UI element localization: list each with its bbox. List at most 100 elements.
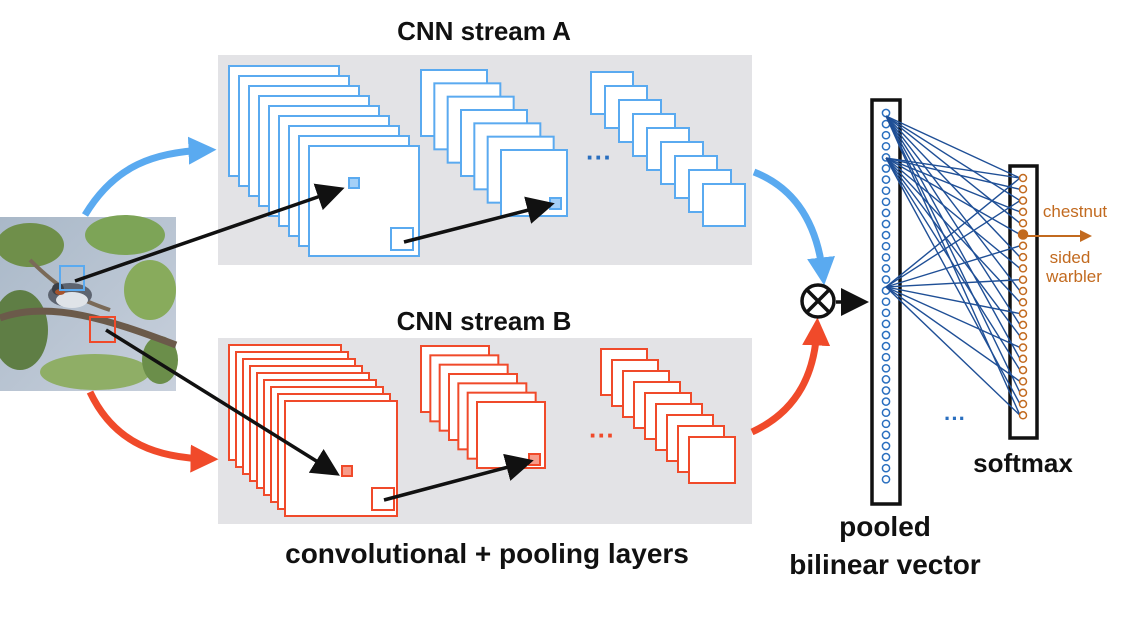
softmax-node-20	[1018, 388, 1028, 397]
stream-a-ellipsis: ···	[586, 142, 612, 172]
arrow-image-to-stream-a	[81, 136, 217, 217]
fc-line-1-4	[885, 115, 1021, 258]
stream-b-ellipsis: ···	[589, 420, 615, 450]
fc-line-3-2	[885, 200, 1021, 288]
conv-layers-label: convolutional + pooling layers	[285, 538, 689, 569]
vector-node-27	[881, 397, 891, 406]
stream-a-stack1-map-9	[308, 145, 420, 257]
stream-a-stack2-receptive-field-1	[549, 197, 562, 210]
softmax-node-1	[1018, 173, 1028, 183]
stream-b-stack3-map-9	[688, 436, 736, 484]
softmax-node-16	[1018, 343, 1028, 352]
projection-arrow-b2	[383, 453, 534, 502]
vector-node-26	[881, 386, 891, 395]
fc-line-2-4	[885, 157, 1021, 236]
softmax-node-5	[1018, 218, 1028, 228]
fc-line-1-2	[885, 115, 1021, 202]
pooled-vector-nodes	[881, 108, 891, 484]
softmax-node-19	[1018, 377, 1028, 386]
fc-line-3-1	[885, 177, 1021, 288]
fc-line-1-3	[885, 115, 1021, 224]
vector-node-11	[881, 219, 891, 229]
fc-line-1-7	[885, 115, 1021, 360]
softmax-node-2	[1018, 185, 1028, 194]
vector-node-16	[881, 275, 891, 284]
projection-arrow-b1	[105, 328, 340, 476]
vector-node-14	[881, 252, 891, 262]
fc-line-3-7	[885, 286, 1021, 382]
class-label-line-1: chestnut	[1043, 202, 1108, 221]
fc-line-1-8	[885, 115, 1021, 394]
softmax-node-12	[1018, 298, 1028, 307]
fc-line-2-7	[885, 157, 1021, 337]
fc-line-3-8	[885, 286, 1021, 416]
vector-node-32	[881, 452, 891, 462]
stream-a-label: CNN stream A	[397, 16, 571, 46]
vector-node-28	[881, 408, 891, 418]
softmax-node-7	[1018, 241, 1028, 251]
stream-b-stack1-map-9	[284, 400, 398, 517]
pooled-label-line-2: bilinear vector	[789, 549, 981, 580]
fc-line-2-1	[885, 157, 1021, 179]
softmax-node-8	[1018, 252, 1028, 262]
vector-node-29	[881, 419, 891, 429]
vector-node-7	[881, 175, 891, 184]
fc-line-3-6	[885, 286, 1021, 349]
vector-node-33	[881, 463, 891, 473]
vector-node-18	[881, 297, 891, 307]
vector-node-4	[881, 141, 891, 151]
vector-node-25	[881, 375, 891, 384]
vector-node-20	[881, 319, 891, 329]
vector-node-10	[881, 208, 891, 218]
softmax-node-15	[1018, 331, 1028, 341]
softmax-node-22	[1018, 411, 1028, 420]
input-bird-image	[0, 215, 178, 391]
circled-times-icon	[800, 283, 836, 319]
vector-node-1	[881, 108, 891, 118]
arrow-stream-a-to-bilinear	[752, 168, 835, 286]
stream-a-stack3-map-9	[702, 183, 746, 227]
fc-line-2-6	[885, 157, 1021, 303]
fc-line-1-1	[885, 115, 1021, 179]
vector-node-8	[881, 186, 891, 196]
class-label-line-2: sided	[1050, 248, 1091, 267]
softmax-node-4	[1018, 207, 1028, 217]
stream-b-feature-maps	[228, 344, 736, 517]
fc-line-1-6	[885, 115, 1021, 326]
projection-arrow-a1	[74, 183, 345, 283]
vector-node-9	[881, 197, 891, 207]
vector-node-24	[881, 363, 891, 373]
pooled-label-line-1: pooled	[839, 511, 931, 542]
vector-node-12	[881, 230, 891, 240]
vector-node-3	[881, 130, 891, 140]
stream-b-stack2-receptive-field-1	[528, 453, 541, 466]
stream-a-stack1-receptive-field-1	[348, 177, 360, 189]
vector-node-21	[881, 330, 891, 340]
softmax-node-21	[1018, 399, 1028, 409]
softmax-node-17	[1018, 354, 1028, 364]
vector-node-34	[881, 474, 891, 484]
softmax-label: softmax	[973, 448, 1073, 478]
fc-line-1-5	[885, 115, 1021, 292]
softmax-node-14	[1018, 320, 1028, 330]
fc-line-2-9	[885, 157, 1021, 405]
fc-line-3-4	[885, 279, 1021, 288]
softmax-node-9	[1018, 264, 1028, 273]
softmax-node-11	[1018, 286, 1028, 296]
softmax-node-13	[1018, 309, 1028, 318]
fc-line-3-3	[885, 245, 1021, 288]
vector-node-15	[881, 264, 891, 273]
vector-node-13	[881, 241, 891, 251]
stream-b-stack1-receptive-field-1	[341, 465, 353, 477]
fc-line-3-5	[885, 286, 1021, 315]
vector-node-22	[881, 341, 891, 351]
softmax-node-10	[1018, 275, 1028, 284]
vector-node-19	[881, 308, 891, 318]
class-label-line-3: warbler	[1045, 267, 1102, 286]
fc-line-2-8	[885, 157, 1021, 371]
fc-line-2-5	[885, 157, 1021, 269]
fc-ellipsis: ···	[944, 406, 966, 431]
vector-node-31	[881, 441, 891, 451]
vector-node-6	[881, 164, 891, 173]
softmax-node-18	[1018, 365, 1028, 375]
